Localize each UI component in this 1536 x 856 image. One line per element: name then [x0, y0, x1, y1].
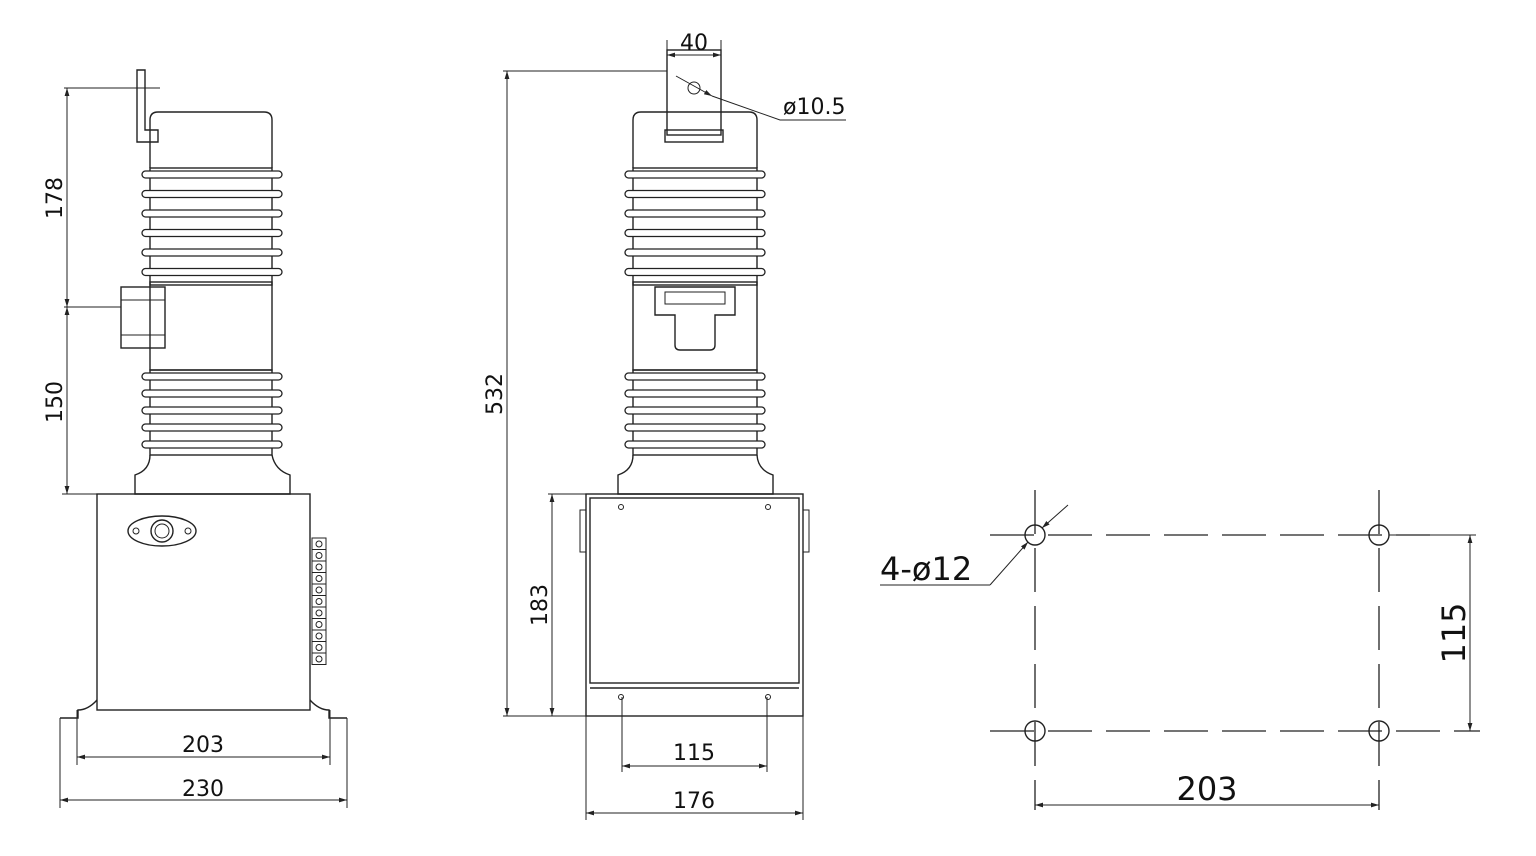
terminal-hook [136, 69, 159, 143]
mounting-hole [1024, 720, 1046, 742]
insulator-base-flare [617, 454, 774, 495]
terminal [311, 606, 327, 619]
shed [141, 406, 283, 415]
shed [141, 372, 283, 381]
mounting-hole [1368, 720, 1390, 742]
upper-sheds [141, 167, 283, 286]
mounting-feet [60, 699, 347, 719]
shed [624, 406, 766, 415]
terminal [311, 537, 327, 550]
shed [624, 423, 766, 432]
front-view: 40 ø10.5 532 183 115 176 [483, 31, 846, 820]
shed [141, 267, 283, 277]
shed [624, 248, 766, 257]
mounting-hole [1024, 524, 1046, 546]
dim-532: 532 [483, 373, 508, 415]
mounting-plan: 4-ø12 115 203 [880, 490, 1480, 810]
dim-40: 40 [680, 31, 708, 56]
insulator-body [149, 281, 273, 371]
dim-178: 178 [43, 177, 68, 219]
shed [141, 423, 283, 432]
terminal [311, 652, 327, 665]
terminal [311, 595, 327, 608]
lower-sheds [141, 369, 283, 456]
shed [141, 209, 283, 218]
dim-115: 115 [1435, 602, 1473, 663]
dim-203: 203 [182, 733, 224, 758]
dim-hole-diameter: ø10.5 [783, 95, 845, 120]
insulator-body [632, 281, 758, 371]
terminal-hole [687, 81, 701, 95]
shed [624, 228, 766, 238]
dim-150: 150 [43, 381, 68, 423]
dim-203: 203 [1176, 770, 1237, 808]
terminal [311, 618, 327, 631]
shed [624, 372, 766, 381]
terminal-plate [666, 49, 722, 136]
dim-176: 176 [673, 789, 715, 814]
shed [141, 228, 283, 238]
terminal-strip [311, 537, 327, 665]
insulator-cap [632, 111, 758, 168]
shed [624, 267, 766, 277]
shed [624, 440, 766, 449]
terminal [311, 572, 327, 585]
tank-body [96, 493, 311, 711]
shed [624, 170, 766, 179]
dim-115: 115 [673, 741, 715, 766]
side-view: 178 150 203 230 [43, 69, 348, 808]
terminal [311, 583, 327, 596]
terminal [311, 560, 327, 573]
insulator-base-flare [134, 454, 291, 495]
tank-body [585, 493, 804, 717]
shed [141, 248, 283, 257]
dimension-lines [59, 87, 348, 808]
inspection-window [654, 286, 736, 351]
shed [624, 209, 766, 218]
shed [141, 170, 283, 179]
lower-sheds [624, 369, 766, 456]
dimension-lines [503, 40, 846, 820]
dim-183: 183 [528, 584, 553, 626]
shed [624, 389, 766, 398]
shed [141, 189, 283, 199]
terminal [311, 641, 327, 654]
dim-hole-count: 4-ø12 [880, 550, 972, 588]
terminal [311, 549, 327, 562]
terminal [311, 629, 327, 642]
dim-230: 230 [182, 777, 224, 802]
side-connector [120, 286, 166, 349]
upper-sheds [624, 167, 766, 286]
nameplate-flange [127, 515, 197, 547]
shed [141, 440, 283, 449]
dimension-lines [880, 504, 1476, 808]
shed [624, 189, 766, 199]
insulator-cap [149, 111, 273, 168]
shed [141, 389, 283, 398]
